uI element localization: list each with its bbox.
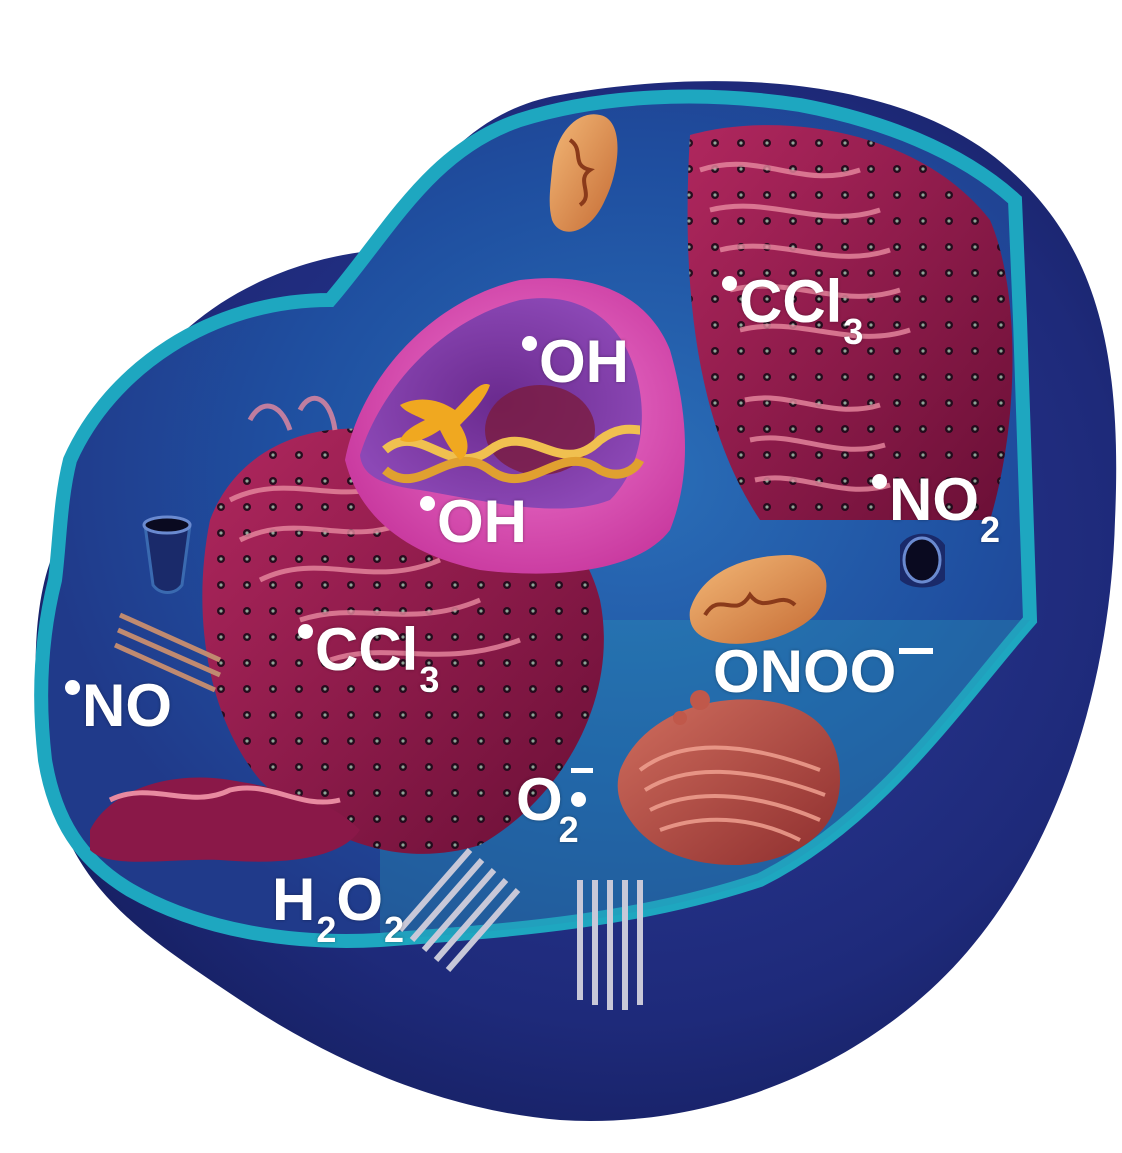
label-nitrogen-dioxide: NO2 [872,470,1000,548]
label-nitric-oxide: NO [65,676,172,736]
radical-dot [522,336,537,351]
mitochondrion-icon [549,114,618,232]
radical-dot [570,792,586,807]
radical-dot [298,624,313,639]
radical-dot [65,680,80,695]
vesicle-icon [142,515,192,594]
charge-minus [571,768,593,773]
label-trichloromethyl-top: CCl3 [722,272,863,350]
golgi-apparatus [617,690,840,866]
centriole-icon [397,848,643,1010]
charge-minus [899,648,934,654]
label-hydrogen-peroxide: H2O2 [272,866,405,950]
label-trichloromethyl-left: CCl3 [298,620,439,698]
dna-helix-icon [382,424,645,484]
label-superoxide: O2 [516,768,593,848]
label-peroxynitrite: ONOO [713,642,934,702]
chromosome-icon [400,384,490,460]
filaments [113,612,222,693]
vesicle-icon-2 [900,533,945,588]
label-hydroxyl-top: OH [522,332,629,392]
radical-dot [872,474,887,489]
smooth-er [90,777,360,862]
mitochondrion-icon-2 [689,555,827,644]
radical-dot [420,496,435,511]
rough-er-right [687,125,1013,521]
radical-dot [722,276,737,291]
label-hydroxyl-nucleus: OH [420,492,527,552]
